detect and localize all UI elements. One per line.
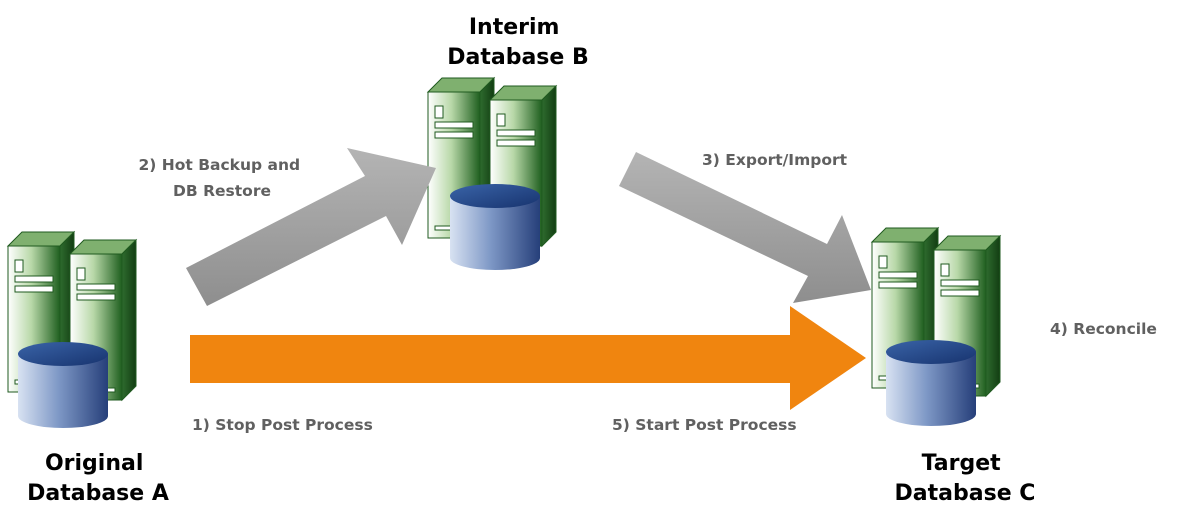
server-group-interim (427, 77, 557, 270)
arrow-post-process (190, 306, 866, 410)
node-title-target: Target Database C (895, 451, 1036, 506)
server-group-target (871, 227, 1001, 426)
database-cylinder-icon (886, 340, 976, 426)
node-title-original: Original Database A (27, 451, 169, 506)
arrow-backup-restore (186, 148, 436, 306)
database-cylinder-icon (450, 184, 540, 270)
step-label-3: 3) Export/Import (702, 151, 848, 169)
step-label-1: 1) Stop Post Process (192, 416, 373, 434)
step-label-4: 4) Reconcile (1050, 320, 1157, 338)
database-cylinder-icon (18, 342, 108, 428)
server-group-original (7, 231, 137, 428)
step-label-2: 2) Hot Backup and DB Restore (139, 156, 306, 200)
step-label-5: 5) Start Post Process (612, 416, 797, 434)
node-title-interim: Interim Database B (447, 15, 589, 70)
arrow-export-import (619, 152, 871, 303)
